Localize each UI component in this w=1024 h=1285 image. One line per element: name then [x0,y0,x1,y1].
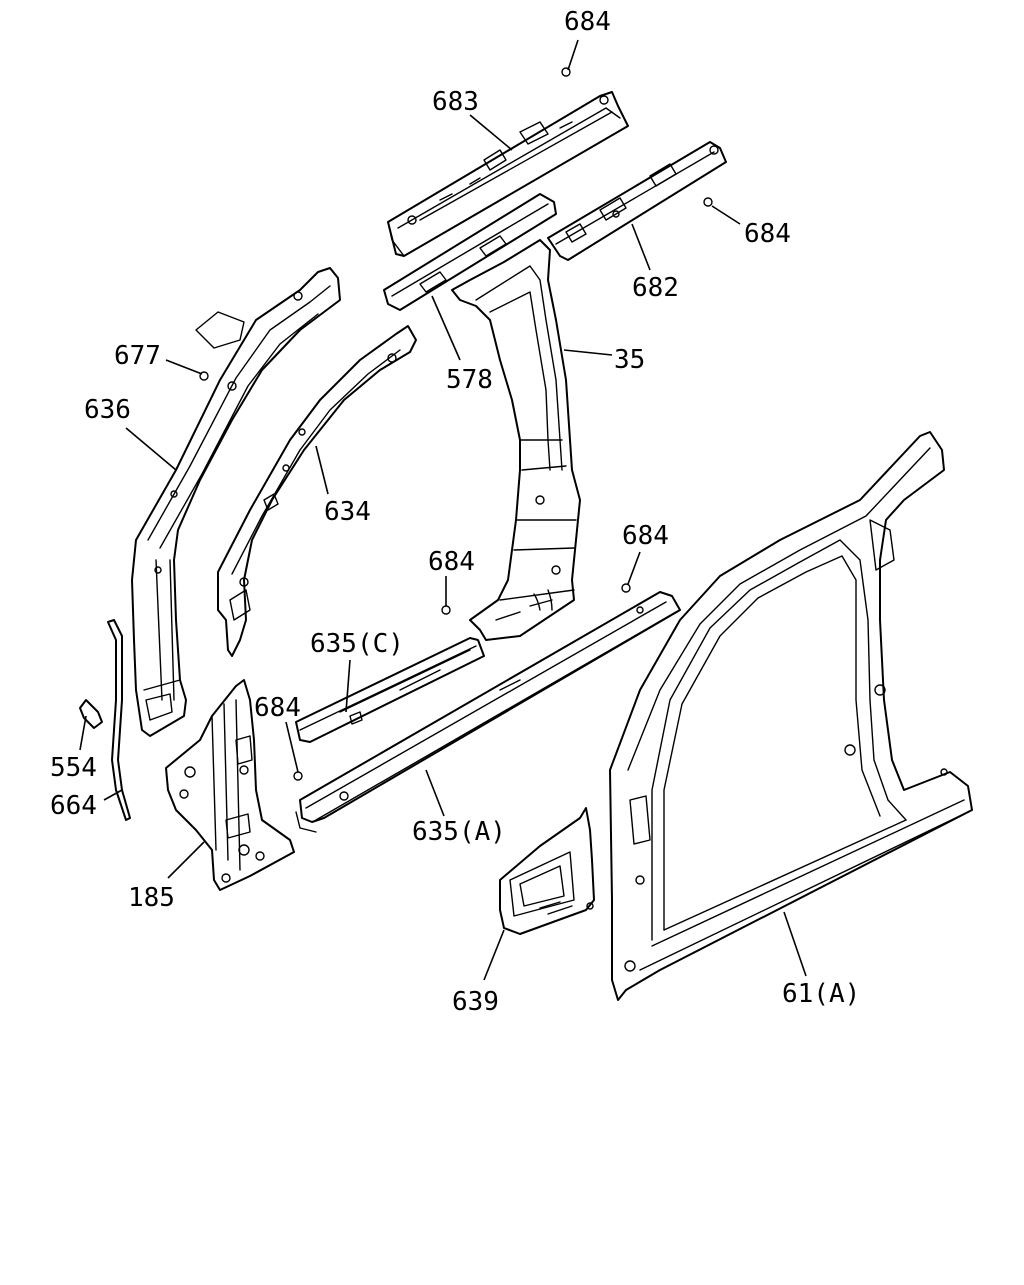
label-683: 683 [432,87,479,117]
label-664: 664 [50,791,97,821]
label-684-right-top: 684 [744,219,791,249]
label-677: 677 [114,341,161,371]
label-684-mid: 684 [428,547,475,577]
part-labels: 684 683 684 682 35 578 677 636 634 684 6… [50,7,860,1017]
label-61a: 61(A) [782,979,860,1009]
fastener-677 [199,371,209,381]
label-684-left: 684 [254,693,301,723]
label-682: 682 [632,273,679,303]
part-635a [295,591,681,833]
part-554 [79,699,103,729]
label-35: 35 [614,345,645,375]
part-185 [165,679,295,891]
label-578: 578 [446,365,493,395]
fasteners [199,67,713,781]
part-636 [131,267,341,737]
part-634 [217,325,417,657]
label-635a: 635(A) [412,817,506,847]
label-639: 639 [452,987,499,1017]
fastener-684-top [561,67,571,77]
fastener-684-mid [441,605,451,615]
label-554: 554 [50,753,97,783]
label-684-top: 684 [564,7,611,37]
part-664 [107,619,131,821]
part-578 [383,193,557,311]
part-61a [609,431,973,1001]
fastener-684-right-top [703,197,713,207]
label-635c: 635(C) [310,629,404,659]
fastener-684-right-mid [621,583,631,593]
part-682 [547,141,727,261]
part-635c [295,637,485,743]
part-683 [387,91,629,257]
label-684-right-mid: 684 [622,521,669,551]
label-185: 185 [128,883,175,913]
fastener-684-left [293,771,303,781]
leader-lines [79,39,807,981]
label-636: 636 [84,395,131,425]
label-634: 634 [324,497,371,527]
part-639 [499,807,595,935]
part-35 [451,239,581,641]
